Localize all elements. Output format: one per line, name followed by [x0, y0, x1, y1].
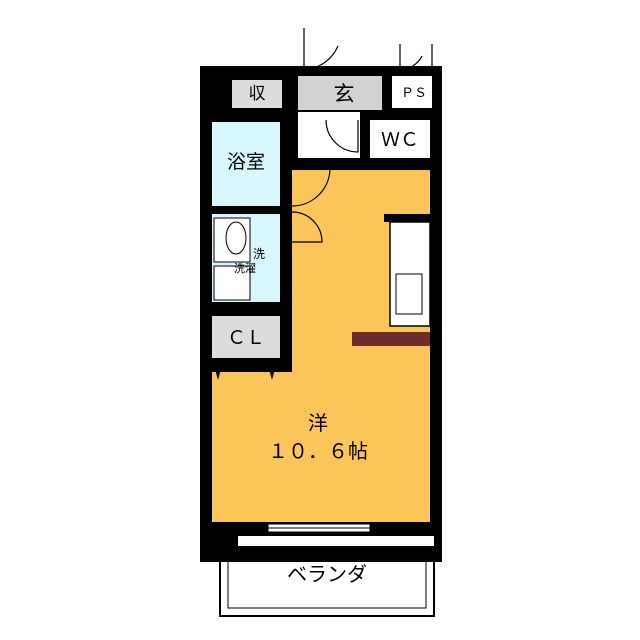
entrance-door-arc [303, 28, 339, 71]
ps-door-arc [399, 44, 433, 71]
wc-door-arc [325, 119, 359, 153]
room-door-arc [291, 167, 331, 207]
label-washroom: 洗 [253, 247, 265, 261]
bath-room [212, 122, 280, 206]
label-western: 洋 [308, 411, 328, 435]
label-entrance: 玄 [334, 82, 355, 106]
label-veranda: ベランダ [287, 562, 367, 586]
western-room [212, 170, 430, 522]
basin-bowl [225, 221, 247, 255]
storage-room [232, 80, 282, 108]
wc-room [370, 120, 430, 158]
washer-pan [213, 265, 251, 301]
corner-pillar [200, 522, 238, 562]
veranda-gap [238, 536, 434, 546]
entrance-area [298, 76, 382, 110]
label-bath: 浴室 [227, 151, 265, 173]
label-wc: ＷＣ [381, 129, 419, 151]
kitchen-wall [384, 214, 430, 222]
label-storage: 収 [249, 84, 266, 104]
wash-door-arc [291, 211, 323, 243]
closet-room [212, 316, 280, 358]
closet-door-marks [213, 363, 277, 380]
label-size: １０．６帖 [268, 439, 368, 463]
ps-shaft [392, 76, 432, 108]
label-closet: ＣＬ [227, 327, 265, 349]
label-ps: ＰＳ [401, 86, 427, 101]
kitchen-sink [395, 273, 423, 315]
label-washer: 洗濯 [234, 262, 256, 275]
counter-bar [352, 332, 430, 346]
